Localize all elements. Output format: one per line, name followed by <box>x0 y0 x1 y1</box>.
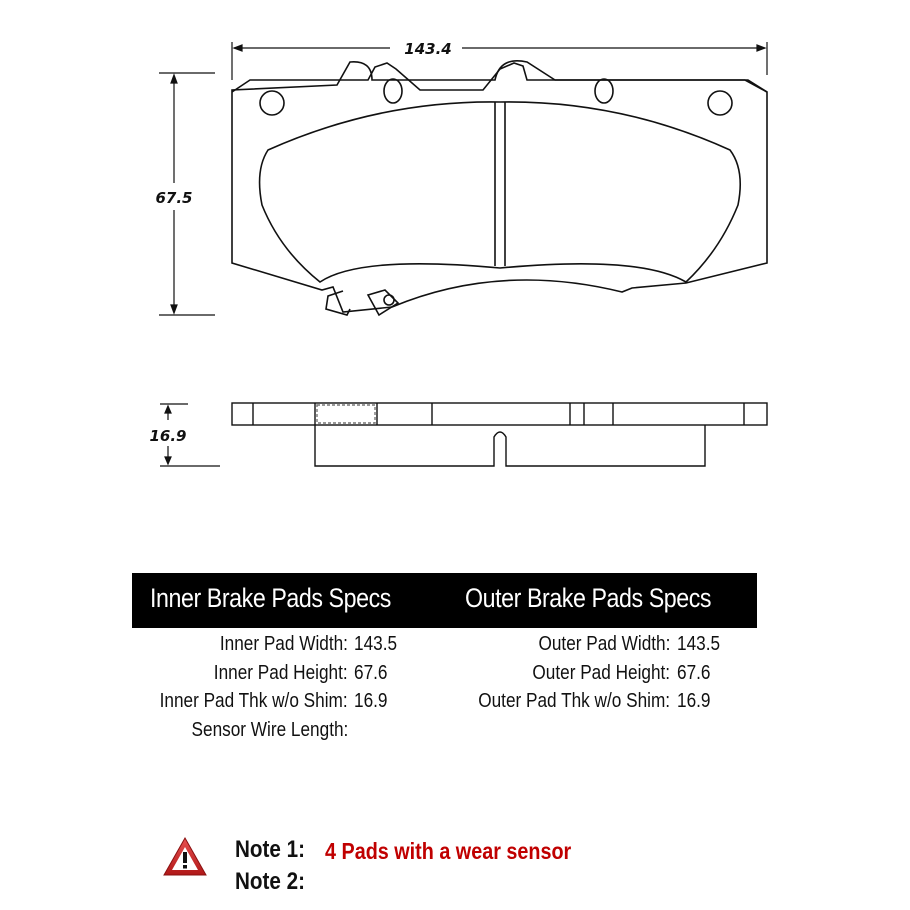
outer-thickness-value: 16.9 <box>677 690 711 712</box>
inner-thickness-label: Inner Pad Thk w/o Shim: <box>159 690 348 712</box>
inner-width-value: 143.5 <box>354 633 398 655</box>
outer-width-label: Outer Pad Width: <box>538 633 670 655</box>
outer-height-value: 67.6 <box>677 662 711 684</box>
outer-specs-title: Outer Brake Pads Specs <box>465 583 712 613</box>
specs-header: Inner Brake Pads Specs Outer Brake Pads … <box>132 573 757 628</box>
inner-specs-title: Inner Brake Pads Specs <box>150 583 391 613</box>
note-2-label: Note 2: <box>235 868 305 895</box>
pad-side-view <box>231 402 768 467</box>
thickness-dimension <box>160 403 220 467</box>
inner-height-value: 67.6 <box>354 662 388 684</box>
sensor-wire-length-label: Sensor Wire Length: <box>191 719 348 741</box>
warning-triangle-icon <box>163 836 207 876</box>
inner-height-label: Inner Pad Height: <box>214 662 348 684</box>
outer-thickness-label: Outer Pad Thk w/o Shim: <box>478 690 670 712</box>
note-1-label: Note 1: <box>235 836 305 863</box>
height-dimension <box>159 72 215 316</box>
outer-height-label: Outer Pad Height: <box>532 662 670 684</box>
width-dimension <box>231 42 768 80</box>
thickness-dimension-label: 16.9 <box>149 427 186 445</box>
note-1-text: 4 Pads with a wear sensor <box>325 838 572 864</box>
inner-width-label: Inner Pad Width: <box>219 633 348 655</box>
outer-width-value: 143.5 <box>677 633 721 655</box>
inner-thickness-value: 16.9 <box>354 690 388 712</box>
width-dimension-label: 143.4 <box>404 40 451 58</box>
pad-top-view <box>231 60 768 317</box>
height-dimension-label: 67.5 <box>155 189 192 207</box>
